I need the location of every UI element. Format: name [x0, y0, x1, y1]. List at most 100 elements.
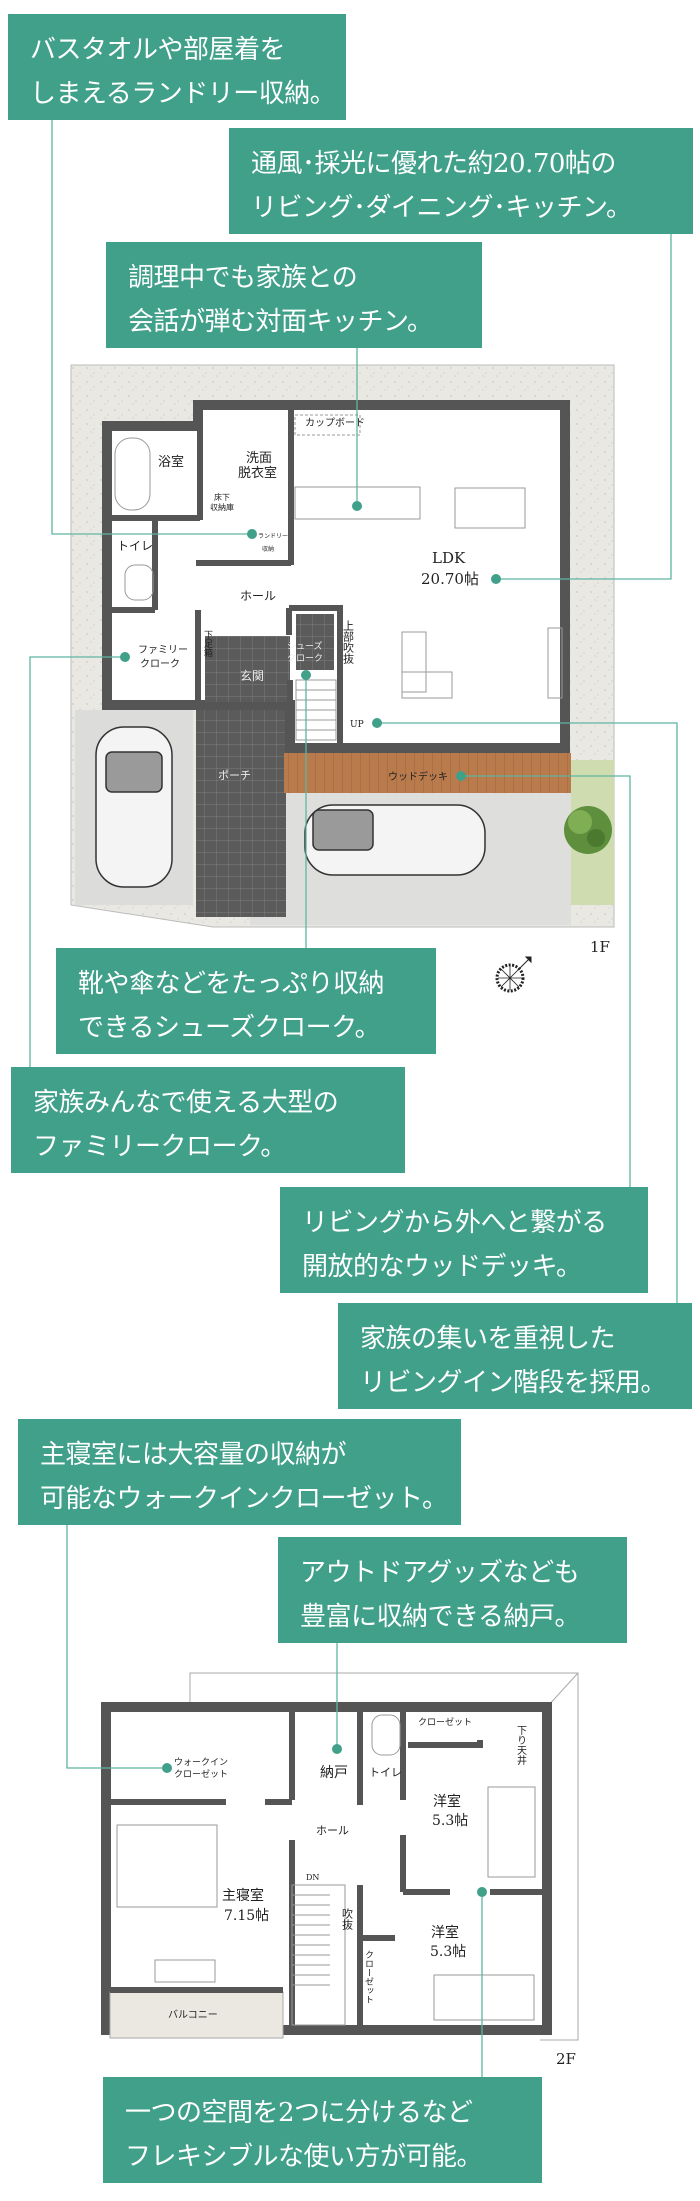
callout-flex: 一つの空間を2つに分けるなど フレキシブルな使い方が可能。	[103, 2077, 542, 2183]
floor-plan-2f: ウォークイン クローゼット 納戸 トイレ クローゼット 下り天井 洋室 5.3帖…	[101, 1672, 579, 2068]
room-closet-side: クローゼット	[363, 1950, 374, 2004]
room-shoe-cloak-2: クローク	[287, 653, 323, 664]
dot-kitchen	[352, 501, 362, 511]
entrance-tile	[205, 636, 290, 702]
callout-line: 会話が弾む対面キッチン。	[128, 307, 433, 337]
room-wic-2: クローゼット	[174, 1768, 228, 1780]
room-master-1: 主寝室	[222, 1887, 264, 1904]
room-washroom-2: 脱衣室	[238, 465, 277, 481]
connector-stairs	[377, 722, 678, 1305]
connector-ldk	[496, 232, 672, 580]
porch-tile	[196, 705, 286, 917]
callout-ldk: 通風･採光に優れた約20.70帖の リビング･ダイニング･キッチン。	[229, 128, 693, 234]
room-laundry-1: ランドリー	[258, 533, 288, 540]
stairs-dn: DN	[306, 1873, 319, 1882]
callout-line: 靴や傘などをたっぷり収納	[78, 969, 385, 999]
interior-walls-2f	[110, 1707, 547, 2030]
callout-line: 可能なウォークインクローゼット。	[40, 1484, 448, 1514]
room-western2-1: 洋室	[431, 1924, 459, 1941]
room-shoebox: 下足箱	[202, 630, 213, 658]
room-western2-2: 5.3帖	[430, 1944, 466, 1960]
room-wood-deck: ウッドデッキ	[388, 770, 448, 783]
underfloor-storage-1: 床下	[214, 492, 230, 502]
callout-line: 通風･採光に優れた約20.70帖の	[251, 149, 616, 179]
dot-wic	[162, 1763, 172, 1773]
room-master-2: 7.15帖	[224, 1908, 269, 1924]
callout-line: できるシューズクローク。	[78, 1013, 381, 1043]
stairs-up: UP	[350, 720, 364, 730]
room-cupboard: カップボード	[305, 417, 365, 429]
room-porch: ポーチ	[218, 769, 251, 782]
dot-flex	[477, 1887, 487, 1897]
callout-line: 豊富に収納できる納戸。	[300, 1602, 580, 1632]
room-void: 上部吹抜	[342, 620, 355, 665]
compass-icon	[495, 956, 532, 993]
callout-family: 家族みんなで使える大型の ファミリークローク。	[11, 1067, 405, 1173]
dot-laundry	[247, 529, 257, 539]
dot-ldk	[491, 574, 501, 584]
callout-storage: アウトドアグッズなども 豊富に収納できる納戸。	[278, 1537, 627, 1643]
room-toilet-2f: トイレ	[369, 1766, 402, 1779]
room-hall: ホール	[240, 589, 276, 603]
room-western1-1: 洋室	[433, 1793, 461, 1810]
room-balcony: バルコニー	[168, 2009, 218, 2021]
callout-line: 開放的なウッドデッキ。	[302, 1252, 582, 1282]
callout-line: バスタオルや部屋着を	[30, 35, 286, 65]
callout-line: 一つの空間を2つに分けるなど	[125, 2098, 473, 2128]
car-icon	[95, 726, 486, 888]
floor-plan-1f: 浴室 洗面 脱衣室 床下 収納庫 カップボード ランドリー 収納 トイレ LDK…	[70, 364, 615, 993]
room-laundry-2: 収納	[262, 545, 274, 553]
callout-shoes: 靴や傘などをたっぷり収納 できるシューズクローク。	[56, 948, 436, 1054]
callout-line: 家族の集いを重視した	[360, 1324, 616, 1354]
room-toilet: トイレ	[117, 539, 153, 553]
room-family-cloak-1: ファミリー	[138, 645, 188, 656]
callout-line: 家族みんなで使える大型の	[33, 1088, 339, 1118]
dot-family	[120, 652, 130, 662]
wood-deck	[284, 753, 571, 793]
fixtures-2f	[116, 1714, 536, 2026]
callout-line: フレキシブルな使い方が可能。	[125, 2142, 483, 2172]
room-western1-2: 5.3帖	[432, 1813, 468, 1829]
callout-line: リビング･ダイニング･キッチン。	[251, 193, 632, 223]
underfloor-storage-2: 収納庫	[210, 502, 234, 512]
building-2f-walls	[101, 1702, 552, 2035]
connector-lines	[29, 120, 678, 2079]
connector-family	[29, 656, 125, 1069]
floor-label-2f: 2F	[556, 2050, 576, 2068]
room-ldk-2: 20.70帖	[421, 570, 479, 588]
connector-dots	[120, 501, 501, 1897]
shoe-cloak-tile	[296, 614, 334, 670]
callout-line: 主寝室には大容量の収納が	[40, 1440, 347, 1470]
callout-line: リビングから外へと繋がる	[302, 1208, 607, 1238]
room-hall-2f: ホール	[316, 1824, 349, 1837]
room-shoe-cloak-1: シューズ	[287, 640, 323, 652]
callout-deck: リビングから外へと繋がる 開放的なウッドデッキ。	[280, 1187, 648, 1293]
dot-storage	[332, 1744, 342, 1754]
connector-deck	[461, 775, 631, 1189]
dot-shoes	[301, 670, 311, 680]
interior-walls-1f	[107, 405, 343, 748]
connector-laundry	[51, 120, 252, 535]
dot-deck	[456, 771, 466, 781]
dot-stairs	[372, 718, 382, 728]
room-family-cloak-2: クローク	[140, 658, 180, 670]
callout-line: 調理中でも家族との	[128, 263, 358, 293]
callout-kitchen: 調理中でも家族との 会話が弾む対面キッチン。	[106, 242, 482, 348]
room-closet-top: クローゼット	[418, 1716, 472, 1728]
tree-icon	[564, 806, 612, 854]
room-void-2f: 吹抜	[341, 1908, 354, 1931]
callout-line: アウトドアグッズなども	[300, 1558, 580, 1588]
floor-label-1f: 1F	[590, 938, 610, 956]
connector-wic	[66, 1523, 167, 1769]
callout-line: ファミリークローク。	[33, 1132, 286, 1162]
room-bath: 浴室	[158, 454, 184, 470]
room-wic-1: ウォークイン	[174, 1757, 228, 1768]
callout-laundry: バスタオルや部屋着を しまえるランドリー収納。	[8, 14, 346, 120]
room-storage: 納戸	[320, 1765, 348, 1781]
room-entrance: 玄関	[240, 668, 264, 683]
balcony	[109, 1991, 284, 2039]
room-washroom-1: 洗面	[246, 451, 272, 466]
roof-outline	[189, 1672, 579, 2041]
